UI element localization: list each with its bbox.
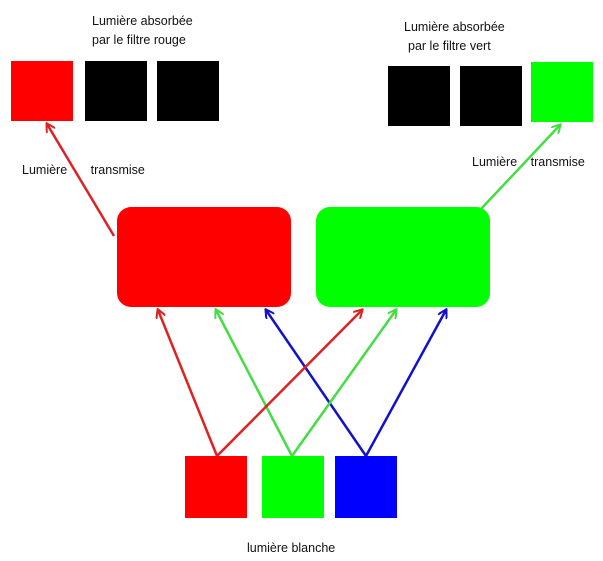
arrow-green-to-green-filter	[290, 310, 396, 457]
transmitted-right-word1: Lumière	[472, 155, 518, 169]
source-blue-square	[335, 456, 397, 518]
transmitted-red-square	[11, 61, 73, 121]
white-light-text: lumière blanche	[247, 541, 336, 555]
source-red-square	[185, 456, 247, 518]
absorbed-green-label-line2: par le filtre vert	[408, 39, 491, 54]
absorbed-green-label: Lumière absorbée par le filtre vert	[404, 18, 505, 57]
red-filter	[117, 207, 291, 307]
arrow-green-to-red-filter	[216, 310, 294, 457]
absorbed-red-label: Lumière absorbée par le filtre rouge	[92, 12, 193, 51]
transmitted-right-label: Lumière transmise	[472, 153, 585, 172]
arrow-red-to-red-filter	[158, 310, 219, 457]
arrow-transmitted-red	[47, 124, 116, 237]
absorbed-square-2	[157, 61, 219, 121]
absorbed-green-label-line1: Lumière absorbée	[404, 20, 505, 34]
white-light-label: lumière blanche	[247, 539, 335, 558]
source-green-square	[262, 456, 324, 518]
arrow-blue-to-green-filter	[364, 310, 446, 457]
absorbed-square-4	[460, 66, 522, 126]
arrow-blue-to-red-filter	[266, 310, 368, 457]
arrow-transmitted-green	[480, 125, 560, 210]
absorbed-square-3	[388, 66, 450, 126]
transmitted-left-word2: transmise	[90, 163, 145, 177]
absorbed-square-1	[85, 61, 147, 121]
transmitted-right-word2: transmise	[530, 155, 585, 169]
transmitted-left-word1: Lumière	[22, 163, 68, 177]
absorbed-red-label-line1: Lumière absorbée	[92, 14, 193, 28]
arrow-red-to-green-filter	[216, 310, 362, 457]
transmitted-green-square	[531, 62, 593, 122]
absorbed-red-label-line2: par le filtre rouge	[92, 33, 186, 48]
green-filter	[316, 207, 490, 307]
transmitted-left-label: Lumière transmise	[22, 161, 145, 180]
